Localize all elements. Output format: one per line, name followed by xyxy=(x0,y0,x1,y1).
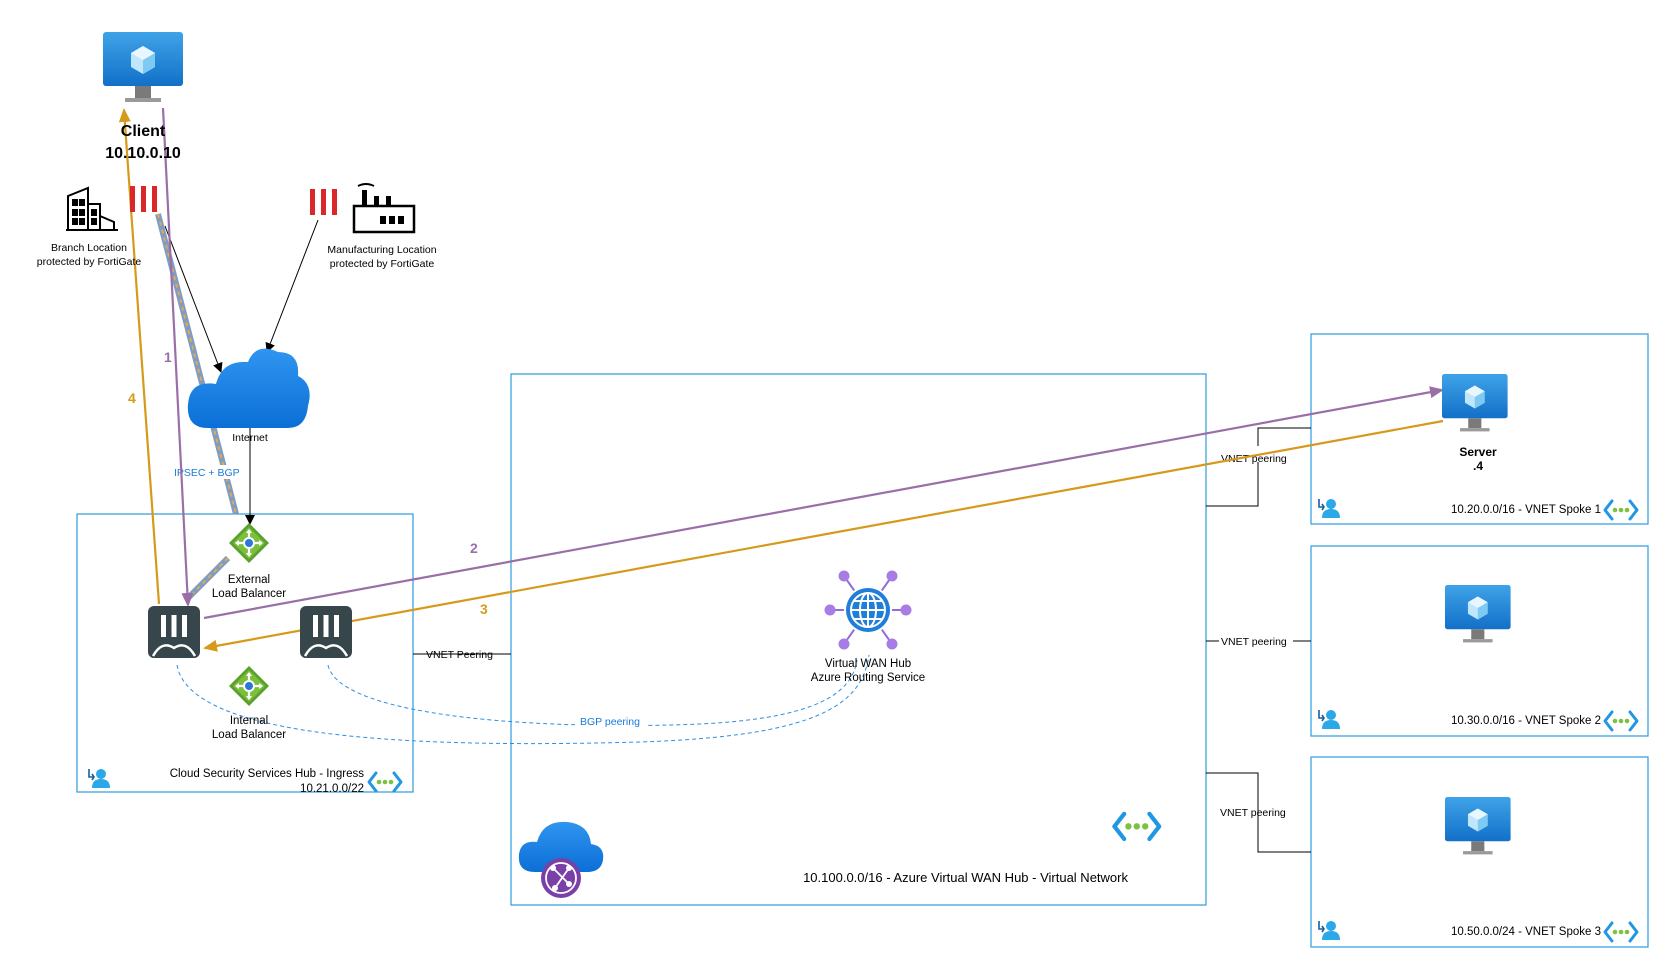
branch-building-icon xyxy=(66,186,118,231)
internet-label: Internet xyxy=(232,432,268,444)
manufacturing-label-line2: protected by FortiGate xyxy=(330,258,435,270)
vwan-vnet-icon xyxy=(1114,814,1159,839)
flow-step-1: 1 xyxy=(164,349,172,365)
manufacturing-label-line1: Manufacturing Location xyxy=(327,244,436,256)
flow-arrow-4 xyxy=(118,108,161,605)
virtual-wan-hub-icon xyxy=(824,570,912,650)
ilb-label-line2: Load Balancer xyxy=(212,729,286,741)
vnet-peering-spoke1-label: VNET peering xyxy=(1221,453,1287,465)
flow-step-3: 3 xyxy=(480,601,488,617)
spoke2-label: 10.30.0.0/16 - VNET Spoke 2 xyxy=(1451,715,1601,727)
spoke1-vnet-icon xyxy=(1603,499,1639,521)
elb-label-line1: External xyxy=(228,574,270,586)
vwan-network-label: 10.100.0.0/16 - Azure Virtual WAN Hub - … xyxy=(803,870,1128,885)
vwan-box xyxy=(510,373,1207,906)
vnet-peering-hub-label: VNET Peering xyxy=(426,649,493,661)
vwan-hub-label-line1: Virtual WAN Hub xyxy=(825,658,911,670)
security-hub-vnet-icon xyxy=(367,771,403,793)
flow-arrow-3 xyxy=(203,419,1444,652)
security-hub-name: Cloud Security Services Hub - Ingress xyxy=(170,768,365,780)
client-monitor-icon xyxy=(103,32,183,102)
spoke3-vnet-icon xyxy=(1603,921,1639,943)
vwan-cloud-icon xyxy=(518,821,604,898)
vwan-hub-label-line2: Azure Routing Service xyxy=(811,672,925,684)
client-ip: 10.10.0.10 xyxy=(105,145,181,162)
spoke2-user-icon xyxy=(1318,709,1341,730)
vnet-peering-spoke3-label: VNET peering xyxy=(1220,807,1286,819)
vnet-peering-spoke2-label: VNET peering xyxy=(1221,636,1287,648)
fortigate-appliance-b-icon xyxy=(298,604,354,660)
spoke3-user-icon xyxy=(1318,920,1341,941)
spoke3-vm-icon xyxy=(1445,797,1511,855)
spoke1-user-icon xyxy=(1318,498,1341,519)
server-ip: .4 xyxy=(1473,459,1483,473)
flow-step-2: 2 xyxy=(470,540,478,556)
security-hub-box xyxy=(76,513,414,793)
factory-icon xyxy=(352,183,416,234)
internet-cloud-icon xyxy=(187,348,310,428)
bgp-peering-curve-inner xyxy=(327,659,858,727)
internal-load-balancer-icon xyxy=(227,664,271,708)
security-hub-cidr: 10.21.0.0/22 xyxy=(300,783,364,795)
ipsec-bgp-label: IPSEC + BGP xyxy=(174,467,240,479)
flow-arrow-2 xyxy=(203,386,1444,620)
branch-fortigate-icon xyxy=(130,186,157,212)
spoke1-label: 10.20.0.0/16 - VNET Spoke 1 xyxy=(1451,504,1601,516)
flow-arrow-1 xyxy=(161,107,194,607)
branch-label-line1: Branch Location xyxy=(51,242,127,254)
ilb-label-line1: Internal xyxy=(230,715,268,727)
bgp-peering-label: BGP peering xyxy=(580,716,640,728)
branch-label-line2: protected by FortiGate xyxy=(37,256,142,268)
spoke1-box xyxy=(1310,333,1649,525)
spoke2-vnet-icon xyxy=(1603,710,1639,732)
server-monitor-icon xyxy=(1442,374,1508,432)
bgp-peering-curve-outer xyxy=(176,654,870,745)
manufacturing-fortigate-icon xyxy=(310,189,337,215)
elb-label-line2: Load Balancer xyxy=(212,588,286,600)
external-load-balancer-icon xyxy=(227,521,271,565)
flow-step-4: 4 xyxy=(128,390,136,406)
security-hub-user-icon xyxy=(88,768,111,789)
server-name: Server xyxy=(1459,445,1497,459)
spoke3-label: 10.50.0.0/24 - VNET Spoke 3 xyxy=(1451,926,1601,938)
spoke2-vm-icon xyxy=(1445,585,1511,643)
client-name: Client xyxy=(121,123,166,140)
fortigate-appliance-a-icon xyxy=(146,604,202,660)
